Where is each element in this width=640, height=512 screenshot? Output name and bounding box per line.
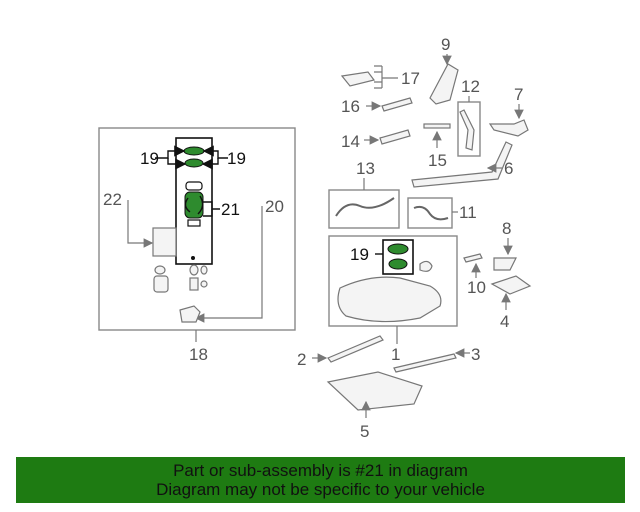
callout-14: 14: [341, 132, 360, 151]
callout-6: 6: [504, 159, 513, 178]
info-banner: Part or sub-assembly is #21 in diagram D…: [16, 457, 625, 503]
callout-16: 16: [341, 97, 360, 116]
callout-19-right: 19: [227, 149, 246, 168]
filter-parts[interactable]: [153, 264, 208, 323]
bracket-8-part[interactable]: [493, 257, 517, 271]
callout-19-tank: 19: [350, 245, 369, 264]
callout-10: 10: [467, 278, 486, 297]
strap-2-part[interactable]: [327, 335, 384, 363]
callout-9: 9: [441, 35, 450, 54]
banner-line-1: Part or sub-assembly is #21 in diagram: [173, 461, 468, 480]
callout-5: 5: [360, 422, 369, 441]
hose-10-part[interactable]: [463, 253, 483, 263]
vapor-hose-frame: [328, 189, 400, 229]
strap-part[interactable]: [423, 123, 451, 129]
callout-17: 17: [401, 69, 420, 88]
callout-8: 8: [502, 219, 511, 238]
callout-18: 18: [189, 345, 208, 364]
callout-1: 1: [391, 345, 400, 364]
callout-22: 22: [103, 190, 122, 209]
callout-11: 11: [459, 203, 477, 222]
bracket-part[interactable]: [340, 71, 376, 87]
callout-2: 2: [297, 350, 306, 369]
tank-shield-part[interactable]: [326, 371, 423, 411]
bracket-4-part[interactable]: [490, 275, 532, 295]
fuel-pump-module-parts[interactable]: [183, 146, 205, 260]
filler-pipe-part[interactable]: [411, 141, 513, 188]
callout-3: 3: [471, 345, 480, 364]
callout-12: 12: [461, 77, 480, 96]
callout-4: 4: [500, 312, 509, 331]
callout-7: 7: [514, 85, 523, 104]
fuel-tank-part[interactable]: [337, 276, 442, 323]
strap-3-part[interactable]: [393, 353, 457, 373]
callout-19-left: 19: [140, 149, 159, 168]
fuel-tank-frame: [328, 235, 458, 327]
banner-line-2: Diagram may not be specific to your vehi…: [156, 480, 485, 499]
callout-20: 20: [265, 197, 284, 216]
vent-hose-frame: [407, 197, 453, 229]
hose-14-part[interactable]: [379, 129, 411, 145]
hose-16-part[interactable]: [381, 97, 413, 112]
callout-15: 15: [428, 151, 447, 170]
fuel-system-diagram: 19 19 21 22 20 18 9 17 16 14 15 12 7 6 1…: [98, 35, 532, 441]
callout-21: 21: [221, 200, 240, 219]
filler-neck-part[interactable]: [488, 119, 529, 137]
callout-13: 13: [356, 159, 375, 178]
fuel-pump-assembly-frame: [98, 127, 296, 331]
heat-shield-part[interactable]: [429, 63, 459, 105]
